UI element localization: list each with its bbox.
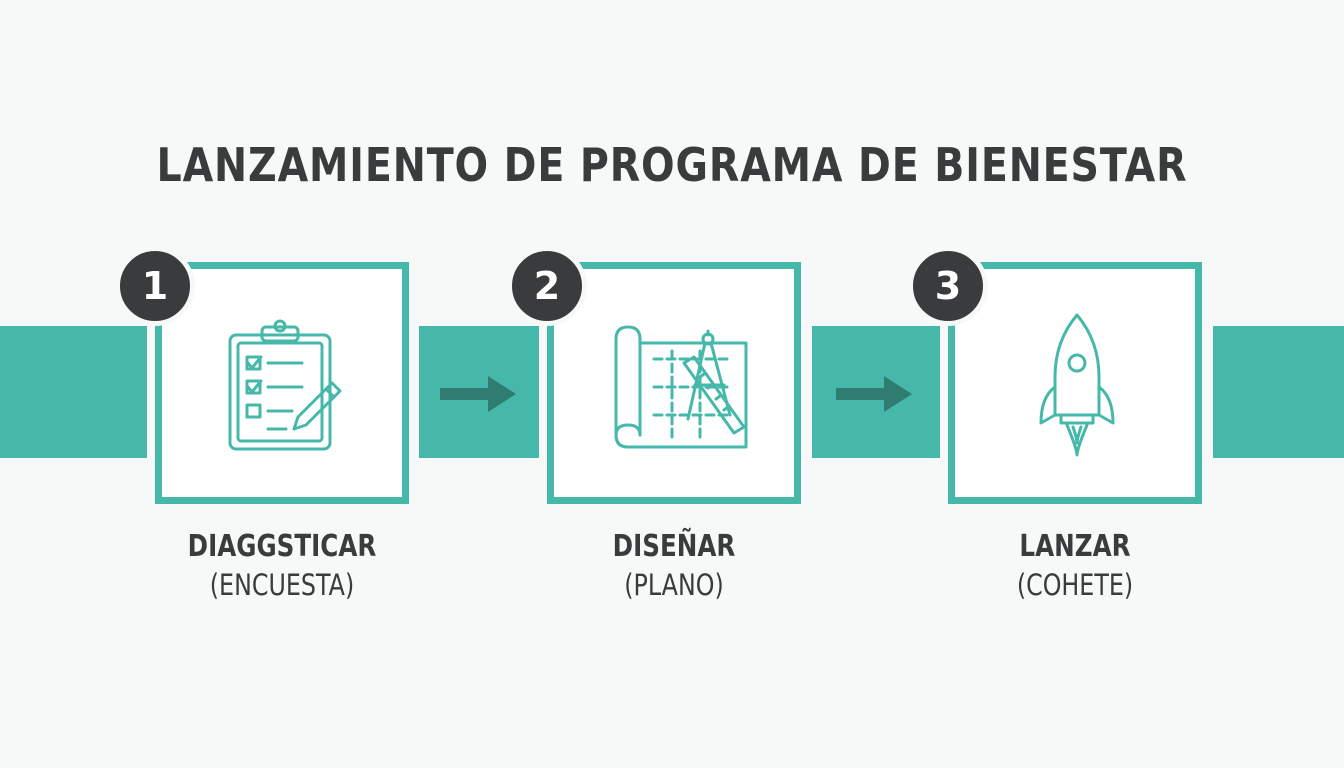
step-detail: (ENCUESTA): [209, 568, 355, 602]
page-title: LANZAMIENTO DE PROGRAMA DE BIENESTAR: [156, 138, 1188, 192]
step-name: DISEÑAR: [612, 529, 736, 564]
flow-band-left: [0, 326, 147, 458]
step-detail: (PLANO): [624, 568, 724, 602]
step-number-badge: 1: [115, 246, 195, 326]
rocket-icon: [1039, 313, 1115, 457]
flow-band-right: [1213, 326, 1344, 458]
step-label: DIAGGSTICAR (ENCUESTA): [167, 528, 397, 604]
step-label: LANZAR (COHETE): [960, 528, 1190, 604]
step-label: DISEÑAR (PLANO): [559, 528, 789, 604]
step-card-design: [547, 262, 801, 504]
clipboard-checklist-icon: [228, 319, 342, 451]
step-name: LANZAR: [1019, 529, 1131, 564]
step-detail: (COHETE): [1016, 568, 1134, 602]
step-number-badge: 2: [507, 246, 587, 326]
blueprint-compass-icon: [614, 325, 748, 449]
arrow-right-icon: [836, 376, 912, 412]
step-card-diagnose: [155, 262, 409, 504]
step-name: DIAGGSTICAR: [187, 529, 377, 564]
step-card-launch: [948, 262, 1202, 504]
step-number-badge: 3: [908, 246, 988, 326]
arrow-right-icon: [440, 376, 516, 412]
